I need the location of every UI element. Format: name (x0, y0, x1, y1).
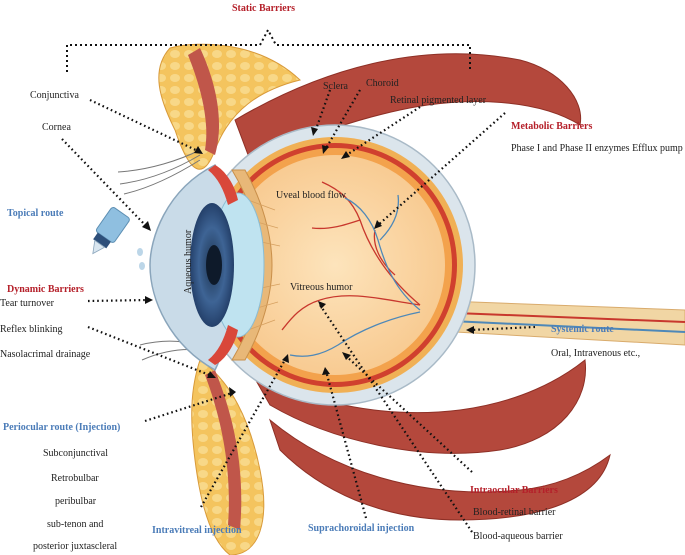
arrow-heads (142, 127, 474, 397)
sclera-label: Sclera (323, 81, 348, 92)
intravitreal-injection-heading: Intravitreal injection (152, 525, 242, 536)
intraocular-barriers-heading: Intraocular Barriers (470, 485, 558, 496)
muscle-lower-orbit (268, 418, 611, 521)
tear-turnover-label: Tear turnover (0, 298, 54, 309)
conjunctiva-fold-upper (208, 165, 238, 205)
aqueous-humor-label: Aqueous humor (183, 229, 194, 294)
blood-retinal-barrier-label: Blood-retinal barrier (473, 507, 556, 518)
cornea-label: Cornea (42, 122, 71, 133)
static-barriers-heading: Static Barriers (232, 3, 296, 14)
posterior-juxtascleral-label: posterior juxtascleral (33, 541, 118, 552)
subconjunctival-label: Subconjunctival (43, 448, 108, 459)
retinal-vessels (281, 181, 421, 357)
nasolacrimal-drainage-label: Nasolacrimal drainage (0, 349, 91, 360)
vitreous-humor-label: Vitreous humor (290, 282, 353, 293)
dynamic-barriers-heading: Dynamic Barriers (7, 284, 84, 295)
systemic-route-heading: Systemic route (551, 324, 614, 335)
reflex-blinking-label: Reflex blinking (0, 324, 63, 335)
upper-lid-muscle (188, 48, 220, 155)
retrobulbar-label: Retrobulbar (51, 473, 99, 484)
blood-aqueous-barrier-label: Blood-aqueous barrier (473, 531, 563, 542)
conjunctiva-label: Conjunctiva (30, 90, 79, 101)
conjunctiva-fold-lower (208, 325, 238, 365)
choroid-label: Choroid (366, 78, 399, 89)
suprachoroidal-injection-heading: Suprachoroidal injection (308, 523, 415, 534)
eye-drop-bottle-icon (92, 207, 145, 270)
dotted-arrows (61, 89, 536, 533)
pupil (206, 245, 222, 285)
periocular-route-heading: Periocular route (Injection) (3, 422, 121, 433)
metabolic-barriers-detail: Phase I and Phase II enzymes Efflux pump (511, 143, 683, 154)
retinal-pigmented-layer-label: Retinal pigmented layer (390, 95, 487, 106)
systemic-route-detail: Oral, Intravenous etc., (551, 348, 641, 359)
sub-tenon-label: sub-tenon and (47, 519, 104, 530)
topical-route-heading: Topical route (7, 208, 64, 219)
lower-lid-muscle (205, 370, 242, 530)
metabolic-barriers-heading: Metabolic Barriers (511, 121, 593, 132)
uveal-blood-flow-label: Uveal blood flow (276, 190, 347, 201)
static-barriers-bracket (66, 27, 471, 72)
peribulbar-label: peribulbar (55, 496, 97, 507)
inferior-rectus-muscle (248, 359, 587, 454)
